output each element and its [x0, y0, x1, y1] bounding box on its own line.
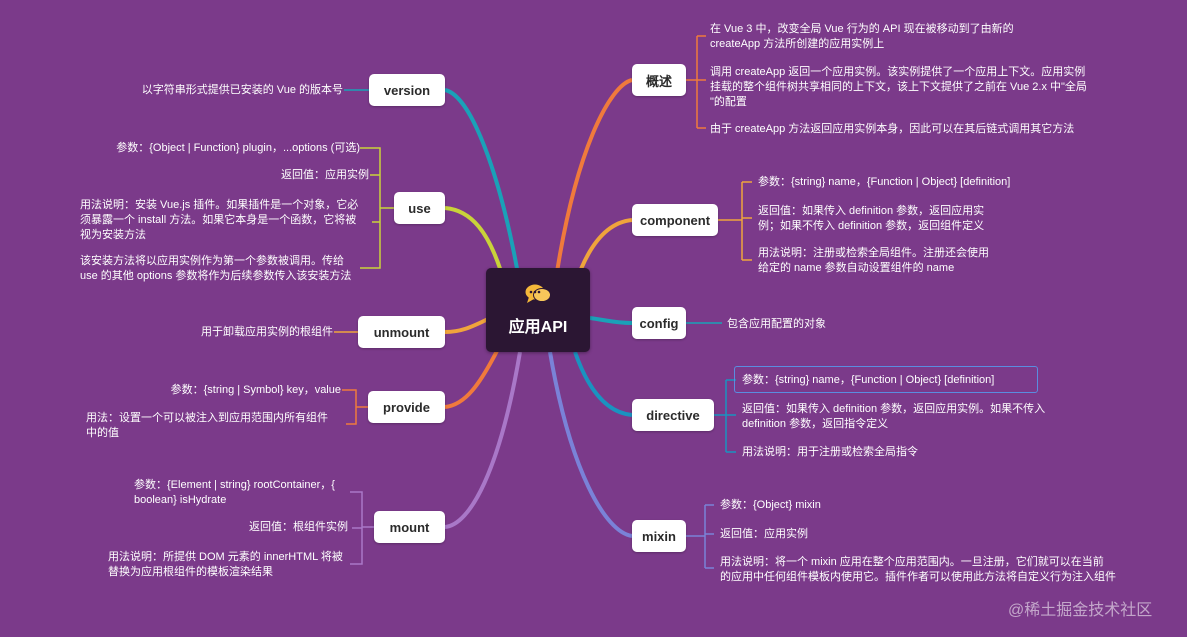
leaf-provide-0: 参数：{string | Symbol} key，value — [170, 384, 341, 396]
bracket-directive — [714, 379, 736, 453]
leaf-use-1: 返回值：应用实例 — [281, 169, 369, 181]
selected-topic-frame — [734, 366, 1038, 393]
branch-line-provide — [444, 344, 502, 409]
node-use[interactable]: use — [394, 192, 445, 224]
root-node[interactable]: 应用API — [486, 268, 590, 352]
leaf-overview-0: 在 Vue 3 中，改变全局 Vue 行为的 API 现在被移动到了由新的 cr… — [710, 23, 1014, 50]
node-mount[interactable]: mount — [374, 511, 445, 543]
leaf-component-1: 返回值：如果传入 definition 参数，返回应用实 例；如果不传入 def… — [758, 205, 985, 232]
branch-line-version — [444, 88, 522, 286]
branch-line-unmount — [444, 316, 491, 334]
branch-line-config — [589, 316, 633, 325]
leaf-use-3: 该安装方法将以应用实例作为第一个参数被调用。传给 use 的其他 options… — [80, 255, 352, 282]
leaf-component-0: 参数：{string} name，{Function | Object} [de… — [758, 176, 1011, 188]
leaf-component-2: 用法说明：注册或检索全局组件。注册还会使用 给定的 name 参数自动设置组件的… — [758, 247, 989, 274]
node-provide[interactable]: provide — [368, 391, 445, 423]
node-config[interactable]: config — [632, 307, 686, 339]
watermark: @稀土掘金技术社区 — [1008, 602, 1153, 619]
node-mixin[interactable]: mixin — [632, 520, 686, 552]
leaf-overview-1: 调用 createApp 返回一个应用实例。该实例提供了一个应用上下文。应用实例… — [710, 66, 1087, 108]
bracket-mount — [350, 491, 374, 565]
leaf-provide-1: 用法：设置一个可以被注入到应用范围内所有组件 中的值 — [86, 412, 328, 439]
leaf-version-0: 以字符串形式提供已安装的 Vue 的版本号 — [141, 84, 343, 96]
node-unmount[interactable]: unmount — [358, 316, 445, 348]
leaf-unmount-0: 用于卸载应用实例的根组件 — [201, 326, 333, 338]
branch-line-directive — [573, 351, 633, 417]
branch-line-mixin — [548, 351, 633, 538]
leaf-config-0: 包含应用配置的对象 — [727, 318, 826, 330]
bracket-use — [360, 147, 394, 269]
leaf-directive-1: 返回值：如果传入 definition 参数，返回应用实例。如果不传入 defi… — [742, 403, 1046, 430]
leaf-directive-2: 用法说明：用于注册或检索全局指令 — [742, 446, 918, 458]
leaf-use-2: 用法说明：安装 Vue.js 插件。如果插件是一个对象，它必 须暴露一个 ins… — [80, 199, 359, 241]
leaf-directive-0[interactable]: 参数：{string} name，{Function | Object} [de… — [742, 374, 995, 386]
leaf-mixin-0: 参数：{Object} mixin — [720, 499, 821, 511]
leaf-mixin-1: 返回值：应用实例 — [720, 528, 808, 540]
branch-line-mount — [444, 351, 522, 529]
leaf-mount-2: 用法说明：所提供 DOM 元素的 innerHTML 将被 替换为应用根组件的模… — [108, 551, 343, 578]
leaf-mount-0: 参数：{Element | string} rootContainer，{ bo… — [134, 479, 335, 506]
node-version[interactable]: version — [369, 74, 445, 106]
leaf-mixin-2: 用法说明：将一个 mixin 应用在整个应用范围内。一旦注册，它们就可以在当前 … — [720, 556, 1116, 583]
bracket-mixin — [686, 504, 714, 569]
root-title: 应用API — [508, 319, 568, 336]
bracket-component — [718, 181, 752, 261]
leaf-overview-2: 由于 createApp 方法返回应用实例本身，因此可以在其后链式调用其它方法 — [710, 123, 1075, 135]
bracket-overview — [686, 35, 706, 129]
leaf-mount-1: 返回值：根组件实例 — [249, 521, 348, 533]
branch-line-overview — [553, 78, 633, 286]
node-overview[interactable]: 概述 — [632, 64, 686, 96]
leaf-use-0: 参数：{Object | Function} plugin，...options… — [116, 142, 360, 154]
chat-bubbles-icon — [525, 284, 551, 303]
bracket-provide — [342, 389, 368, 425]
node-directive[interactable]: directive — [632, 399, 714, 431]
node-component[interactable]: component — [632, 204, 718, 236]
